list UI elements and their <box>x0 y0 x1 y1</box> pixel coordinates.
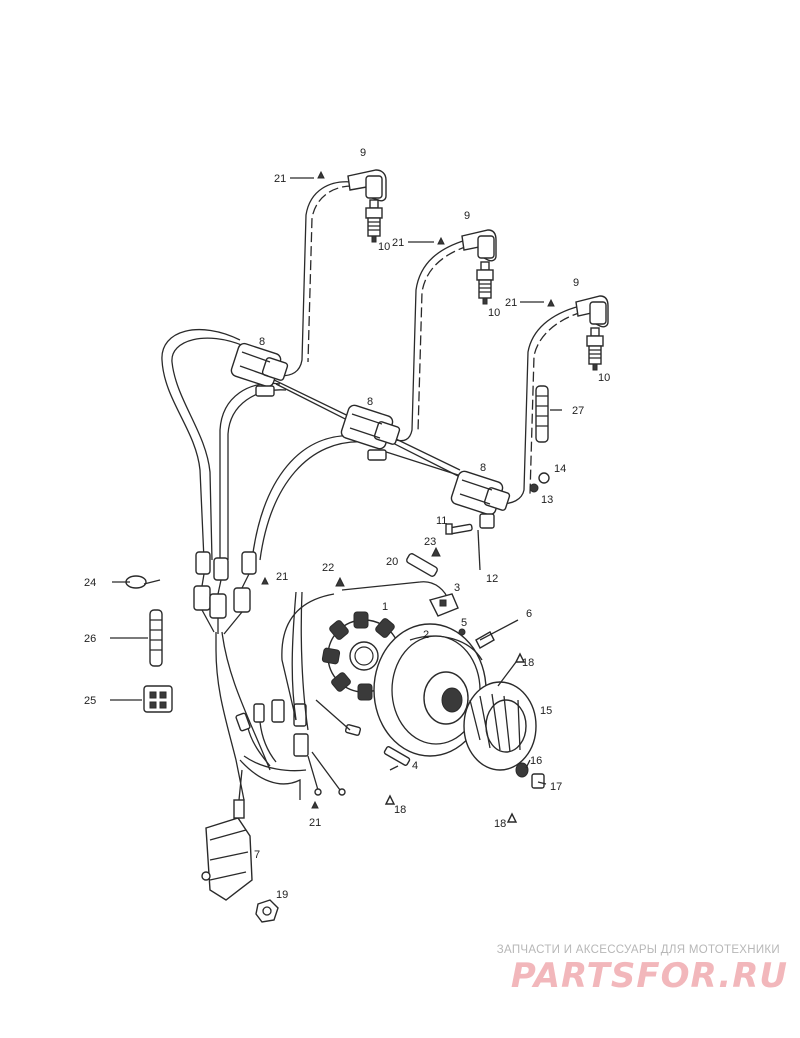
spark-plug-cap-3 <box>575 295 609 328</box>
bolt-11 <box>445 523 473 535</box>
callout-9-right: 9 <box>573 277 579 289</box>
callout-26: 26 <box>84 633 96 645</box>
spark-plug-2 <box>476 261 494 305</box>
callout-16: 16 <box>530 755 542 767</box>
connector-cluster <box>193 551 271 801</box>
callout-3: 3 <box>454 582 460 594</box>
watermark-tagline: ЗАПЧАСТИ И АКСЕССУАРЫ ДЛЯ МОТОТЕХНИКИ <box>496 944 780 956</box>
callout-11: 11 <box>436 515 447 527</box>
callout-18-bolt: 18 <box>394 804 406 816</box>
callout-10-top: 10 <box>378 241 390 253</box>
callout-10-right: 10 <box>598 372 610 384</box>
callout-1: 1 <box>382 601 388 613</box>
callout-13: 13 <box>541 494 553 506</box>
callout-21-bottom: 21 <box>309 817 321 829</box>
spark-plug-cap-2 <box>461 229 497 262</box>
ignition-coil-left <box>230 342 289 397</box>
spark-plug-3 <box>586 327 604 371</box>
callout-9-top: 9 <box>360 147 366 159</box>
harness-connectors <box>235 591 362 800</box>
callout-5: 5 <box>461 617 467 629</box>
spark-plug-1 <box>365 199 383 243</box>
callout-17: 17 <box>550 781 562 793</box>
callout-labels: 1 2 3 4 5 6 7 8 8 8 9 9 9 10 10 10 11 12… <box>84 147 610 901</box>
screw-5 <box>458 628 466 636</box>
connector-housing-25 <box>143 685 173 713</box>
ignition-coil-right <box>450 470 511 529</box>
watermark-logo: PARTSFOR.RU <box>510 956 788 996</box>
grease-21-marks <box>261 170 555 809</box>
nut-19 <box>255 899 279 923</box>
spark-plug-cap-1 <box>347 169 387 202</box>
loctite-18b <box>514 652 526 663</box>
callout-23: 23 <box>424 536 436 548</box>
starter-pulley <box>463 681 537 771</box>
callout-8-right: 8 <box>480 462 486 474</box>
callout-27: 27 <box>572 405 584 417</box>
callout-8-left: 8 <box>259 336 265 348</box>
washer-14 <box>538 472 550 484</box>
stator-wire <box>281 593 335 721</box>
sleeve-26 <box>149 609 163 667</box>
loctite-18c <box>506 812 518 823</box>
high-tension-wires <box>279 181 583 505</box>
washer-16 <box>515 762 529 778</box>
dielectric-grease-22 <box>335 576 345 587</box>
callout-12: 12 <box>486 573 498 585</box>
callout-24: 24 <box>84 577 96 589</box>
callout-18-nut: 18 <box>494 818 506 830</box>
callout-9-middle: 9 <box>464 210 470 222</box>
dielectric-grease-23 <box>431 546 441 557</box>
loctite-18a <box>384 794 396 805</box>
ignition-coil-middle <box>340 404 401 461</box>
callout-21-top: 21 <box>274 173 286 185</box>
callout-20: 20 <box>386 556 398 568</box>
callout-19: 19 <box>276 889 288 901</box>
bolt-4 <box>383 746 411 766</box>
trigger-coil <box>428 593 459 617</box>
callout-14: 14 <box>554 463 566 475</box>
callout-18-pulley: 18 <box>522 657 534 669</box>
flywheel <box>373 623 487 757</box>
sleeve-27 <box>535 385 549 443</box>
callout-15: 15 <box>540 705 552 717</box>
callout-21-right: 21 <box>505 297 517 309</box>
coil-harness <box>161 328 481 561</box>
sleeve-20 <box>406 553 438 577</box>
callout-7: 7 <box>254 849 260 861</box>
stator-wire-2 <box>341 581 449 601</box>
screw-6 <box>475 631 495 649</box>
callout-25: 25 <box>84 695 96 707</box>
callout-10-middle: 10 <box>488 307 500 319</box>
nut-13 <box>529 483 539 493</box>
callout-21-middle: 21 <box>392 237 404 249</box>
callout-4: 4 <box>412 760 418 772</box>
cdi-module <box>201 769 253 901</box>
tie-wrap-24 <box>125 575 161 589</box>
callout-6: 6 <box>526 608 532 620</box>
nut-17 <box>531 773 545 789</box>
leader-lines <box>110 177 562 785</box>
callout-22: 22 <box>322 562 334 574</box>
callout-8-middle: 8 <box>367 396 373 408</box>
callout-21-connectors: 21 <box>276 571 288 583</box>
callout-2: 2 <box>423 629 429 641</box>
